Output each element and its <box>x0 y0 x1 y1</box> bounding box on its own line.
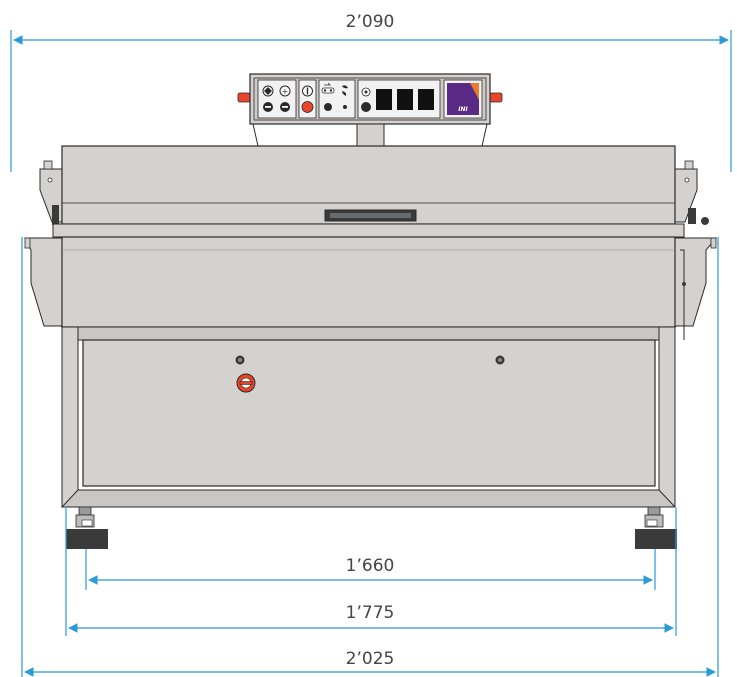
dimension-inner-feet-label: 1’660 <box>346 556 395 576</box>
display-digit-3 <box>418 89 434 110</box>
heating-chamber <box>24 236 718 340</box>
tunnel-hood <box>39 145 709 225</box>
display-digit-2 <box>397 89 413 110</box>
minus-button-icon <box>263 102 273 112</box>
fan-icon <box>342 85 348 96</box>
control-panel: + <box>237 73 503 125</box>
dimension-overall-top: 2’090 <box>10 12 732 172</box>
cabinet-front-panel <box>82 339 656 487</box>
panel-support-pole <box>356 123 385 148</box>
base-cabinet <box>60 326 677 508</box>
power-off-button <box>301 101 314 113</box>
plus-button-icon: + <box>279 85 291 97</box>
dimension-overall-bottom-label: 2’025 <box>346 649 395 669</box>
dimension-overall-bottom: 2’025 <box>24 649 716 677</box>
temperature-icon <box>361 87 371 97</box>
dimension-outer-feet-label: 1’775 <box>346 603 395 623</box>
dimension-overall-top-label: 2’090 <box>346 12 395 32</box>
main-switch-icon <box>236 373 256 393</box>
foot-left <box>66 506 108 549</box>
svg-text:+: + <box>282 87 289 96</box>
set-button <box>361 102 371 112</box>
conveyor-button <box>324 103 332 111</box>
display-digit-1 <box>376 89 392 110</box>
power-on-icon <box>302 85 313 97</box>
cabinet-screw-left <box>235 355 245 365</box>
conveyor-icon <box>321 82 335 94</box>
dimension-inner-feet: 1’660 <box>88 556 653 585</box>
cabinet-screw-right <box>495 355 505 365</box>
start-diamond-icon <box>262 85 274 97</box>
minus-button-icon-2 <box>280 102 290 112</box>
brand-mark-text: INI <box>458 106 468 113</box>
foot-right <box>635 506 677 549</box>
fan-indicator <box>343 105 347 109</box>
brand-logo: INI <box>447 83 479 115</box>
dimension-outer-feet: 1’775 <box>68 603 674 633</box>
